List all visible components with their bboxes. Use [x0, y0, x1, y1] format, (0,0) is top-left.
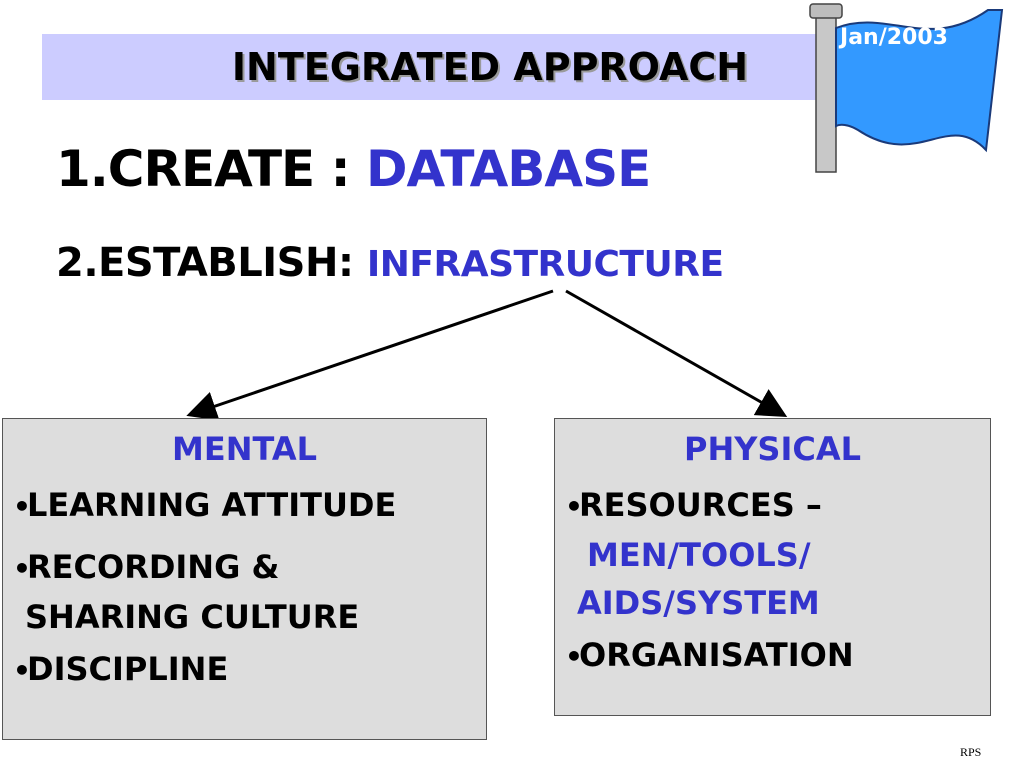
physical-heading: PHYSICAL: [684, 430, 861, 468]
mental-list: •LEARNING ATTITUDE •RECORDING & SHARING …: [3, 481, 486, 695]
flag-pole-cap: [809, 3, 843, 19]
mental-item: •LEARNING ATTITUDE: [13, 481, 486, 531]
step-establish: 2.ESTABLISH: INFRASTRUCTURE: [56, 240, 724, 286]
physical-item-sub: AIDS/SYSTEM: [577, 584, 820, 622]
arrow-to-mental: [186, 289, 554, 421]
mental-item: •DISCIPLINE: [13, 645, 486, 695]
bullet: •: [13, 490, 31, 523]
step-create-label: 1.CREATE :: [56, 140, 367, 198]
flag-pole: [815, 13, 837, 173]
mental-box: MENTAL •LEARNING ATTITUDE •RECORDING & S…: [2, 418, 487, 740]
mental-item-text: RECORDING &: [27, 548, 280, 586]
mental-item-text: LEARNING ATTITUDE: [27, 486, 397, 524]
physical-box: PHYSICAL •RESOURCES – MEN/TOOLS/ AIDS/SY…: [554, 418, 991, 716]
physical-item-text: RESOURCES –: [579, 486, 822, 524]
physical-item: •RESOURCES – MEN/TOOLS/ AIDS/SYSTEM: [565, 481, 990, 627]
flag-icon: Jan/2003: [809, 3, 1004, 173]
flag-cloth: [835, 9, 1004, 153]
step-create-value: DATABASE: [366, 140, 651, 198]
mental-item-text: DISCIPLINE: [27, 650, 229, 688]
physical-list: •RESOURCES – MEN/TOOLS/ AIDS/SYSTEM •ORG…: [555, 481, 990, 681]
step-establish-label: 2.ESTABLISH:: [56, 240, 367, 286]
footer-initials: RPS: [960, 745, 982, 759]
physical-item-text: ORGANISATION: [579, 636, 854, 674]
physical-item-sub: MEN/TOOLS/: [587, 536, 811, 574]
bullet: •: [565, 640, 583, 673]
step-create: 1.CREATE : DATABASE: [56, 140, 651, 198]
mental-heading: MENTAL: [172, 430, 317, 468]
mental-item: •RECORDING & SHARING CULTURE: [13, 543, 486, 641]
physical-item: •ORGANISATION: [565, 631, 990, 681]
flag-text: Jan/2003: [838, 25, 948, 50]
bullet: •: [565, 490, 583, 523]
arrow-to-physical: [565, 289, 788, 417]
bullet: •: [13, 654, 31, 687]
step-establish-value: INFRASTRUCTURE: [366, 244, 724, 285]
slide-title: INTEGRATED APPROACH: [231, 45, 749, 89]
bullet: •: [13, 552, 31, 585]
mental-item-continuation: SHARING CULTURE: [25, 598, 360, 636]
